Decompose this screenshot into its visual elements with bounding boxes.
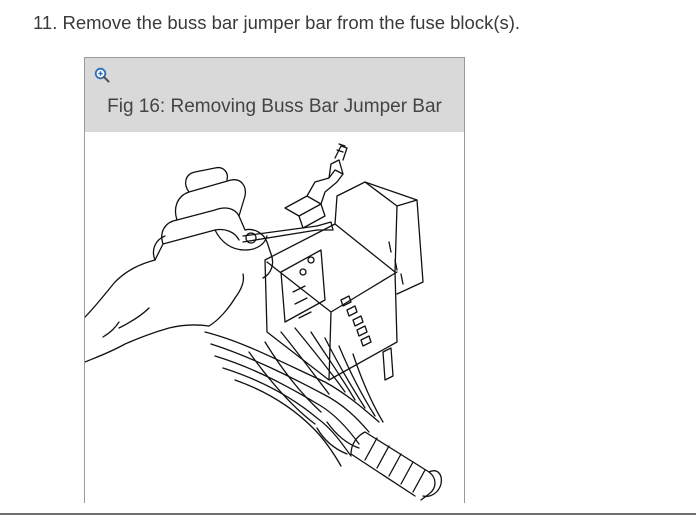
fuse-block-illustration [85, 143, 443, 501]
figure-panel: Fig 16: Removing Buss Bar Jumper Bar [84, 57, 465, 503]
page-bottom-divider [0, 513, 696, 515]
figure-caption: Fig 16: Removing Buss Bar Jumper Bar [107, 96, 442, 117]
step-instruction: 11. Remove the buss bar jumper bar from … [33, 12, 521, 33]
figure-header: Fig 16: Removing Buss Bar Jumper Bar [85, 58, 464, 132]
zoom-in-icon[interactable] [94, 67, 110, 83]
